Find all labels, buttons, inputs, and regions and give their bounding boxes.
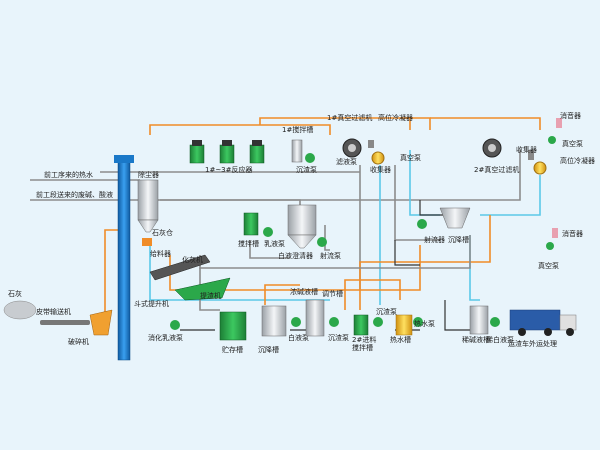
vacuum-filter2-label: 2#真空过滤机	[474, 165, 519, 174]
settle-pump3-label: 沉渣泵	[376, 307, 397, 316]
muffler-2-group: 消音器 真空泵	[538, 228, 583, 270]
dilute-white-pump-label: 稀白液泵	[486, 335, 514, 344]
white-pump-label: 白液泵	[288, 333, 309, 342]
vacuum-pump-label: 真空泵	[400, 153, 421, 162]
slaker: 化灰机 提渣机	[149, 254, 231, 301]
muffler2-label: 消音器	[562, 229, 583, 238]
hot-water-in-label: 前工序来的热水	[44, 170, 93, 179]
reactor-label: 1#~3#反应器	[205, 165, 253, 174]
bucket-elevator: 斗式提升机	[114, 155, 169, 361]
truck-out-label: 运渣车外运处理	[508, 339, 557, 348]
jet-settle-group: 射流器 沉降槽	[417, 207, 471, 244]
bottom-equipment: 消化乳液泵 贮存槽 沉降槽 白液泵 浓碱液槽 沉渣泵 调节槽 2#进料 搅拌槽 …	[148, 287, 514, 354]
vacuum-pump-label-top: 真空泵	[562, 139, 583, 148]
crusher-label: 破碎机	[68, 337, 89, 346]
belt-conveyor-label: 皮带输送机	[36, 307, 71, 316]
jet-device-label: 射流器	[424, 235, 445, 244]
muffler1-label: 消音器	[560, 111, 581, 120]
settle-pump2-label: 沉渣泵	[328, 333, 349, 342]
stirrer1-label: 1#搅拌槽	[282, 125, 313, 134]
stir-tank: 搅拌槽 乳液泵	[238, 212, 285, 248]
settle-pump-label: 沉渣泵	[296, 165, 317, 174]
storage-tank-label: 贮存槽	[222, 345, 243, 354]
slaker-label: 化灰机	[182, 255, 203, 264]
collector2-label: 收集器	[516, 145, 537, 154]
stir-tank-label: 搅拌槽	[238, 239, 259, 248]
bucket-elevator-label: 斗式提升机	[134, 299, 169, 308]
dust-collector: 除尘器 石灰仓 给料器	[137, 170, 173, 258]
settle-tank-label: 沉降槽	[448, 235, 469, 244]
lime-feed: 石灰 皮带输送机 破碎机	[3, 289, 113, 346]
milk-pump-label: 乳液泵	[264, 239, 285, 248]
hot-water-tank-label: 热水槽	[390, 335, 411, 344]
vacuum-filter-2: 消音器 真空泵 收集器 高位冷凝器 2#真空过滤机	[474, 111, 595, 175]
lime-bin-label: 石灰仓	[152, 228, 173, 237]
adjust-tank-label: 调节槽	[322, 289, 343, 298]
slurry-pump-label: 消化乳液泵	[148, 333, 183, 342]
reactor-group: 1#~3#反应器	[189, 140, 265, 174]
vacuum-filter-1: 1#真空过滤机 高位冷凝器 滤液泵 收集器 真空泵	[327, 113, 421, 174]
jet-pump-label: 射流泵	[320, 251, 341, 260]
clarifier: 白液澄清器 射流泵	[278, 204, 341, 260]
feed-stirrer2b-label: 搅拌槽	[352, 343, 373, 352]
dust-collector-label: 除尘器	[138, 170, 159, 179]
feed-stirrer2-label: 2#进料	[352, 335, 376, 344]
clarifier-label: 白液澄清器	[278, 251, 313, 260]
high-condenser-label: 高位冷凝器	[378, 113, 413, 122]
hot-water-pump-label: 热水泵	[414, 319, 435, 328]
slag-extractor-label: 提渣机	[200, 291, 221, 300]
high-condenser2-label: 高位冷凝器	[560, 156, 595, 165]
vacuum-pump2-label: 真空泵	[538, 261, 559, 270]
filtrate-pump-label: 滤液泵	[336, 157, 357, 166]
truck: 运渣车外运处理	[508, 309, 577, 348]
dilute-alkali-tank-label: 稀碱液槽	[462, 335, 490, 344]
settle-tank2-label: 沉降槽	[258, 345, 279, 354]
dilute-tank-label: 浓碱液槽	[290, 287, 318, 296]
vacuum-filter1-label: 1#真空过滤机	[327, 113, 372, 122]
collector-label: 收集器	[370, 165, 391, 174]
waste-in-label: 前工段送来的废碱、酸液	[36, 190, 113, 199]
lime-label: 石灰	[8, 289, 22, 298]
feeder-label: 给料器	[150, 249, 171, 258]
pipes	[30, 117, 541, 335]
stirrer-tank-1: 1#搅拌槽 沉渣泵	[282, 125, 317, 174]
